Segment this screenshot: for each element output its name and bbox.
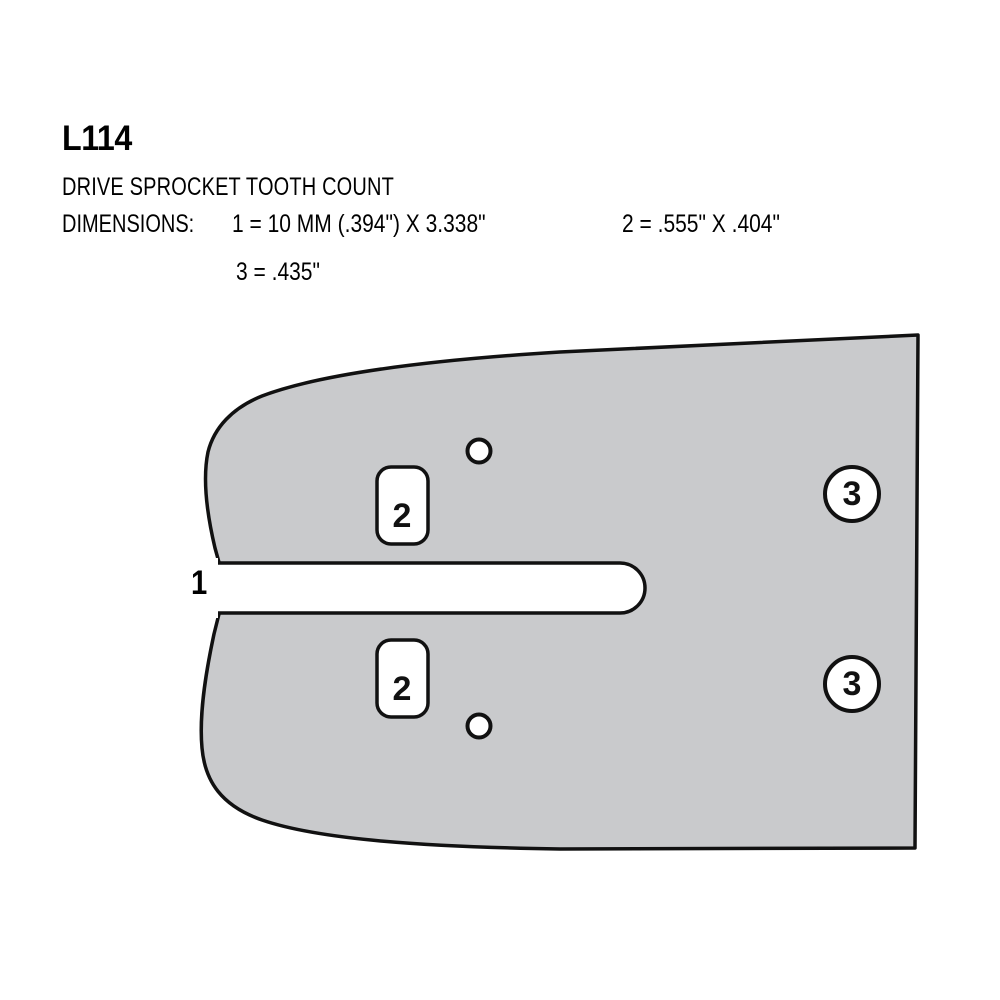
callout-2-bottom-label: 2 xyxy=(393,670,412,708)
callout-1-label: 1 xyxy=(191,564,208,602)
callout-2-top-label: 2 xyxy=(393,497,412,535)
oil-hole-top: 3 xyxy=(823,465,881,523)
locating-hole-bottom xyxy=(465,712,493,740)
locating-hole-top xyxy=(465,437,493,465)
mount-slot-bottom: 2 xyxy=(375,638,430,719)
dimensions-label: DIMENSIONS: xyxy=(62,210,195,238)
dimension-2-value: 2 = .555" X .404" xyxy=(622,210,780,238)
dimension-3-value: 3 = .435" xyxy=(236,258,320,286)
oil-hole-bottom: 3 xyxy=(823,655,881,713)
subtitle: DRIVE SPROCKET TOOTH COUNT xyxy=(62,173,394,201)
callout-3-top-label: 3 xyxy=(843,475,862,513)
mount-slot-top: 2 xyxy=(375,465,430,546)
callout-3-bottom-label: 3 xyxy=(843,665,862,703)
guide-bar-slot xyxy=(188,558,647,618)
dimension-1-value: 1 = 10 MM (.394") X 3.338" xyxy=(232,210,486,238)
page-title: L114 xyxy=(62,119,132,158)
header-text-block: L114 DRIVE SPROCKET TOOTH COUNT DIMENSIO… xyxy=(0,0,1000,320)
